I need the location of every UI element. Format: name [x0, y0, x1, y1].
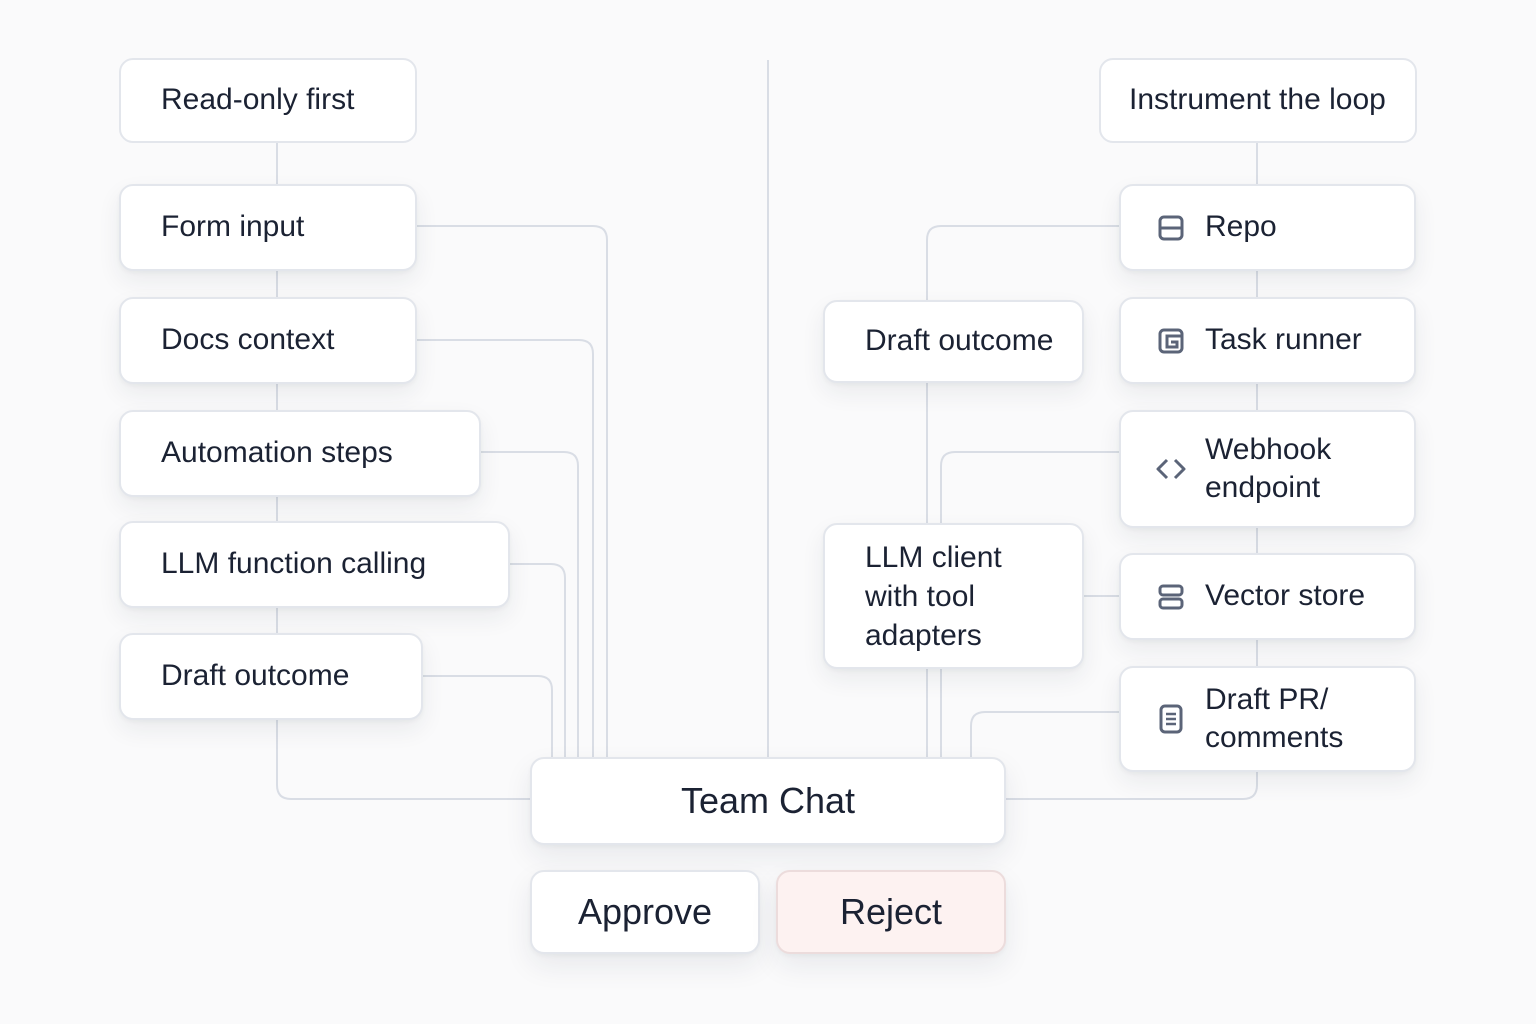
- right-bottom-link: [1005, 771, 1258, 800]
- draft-pr-link: [970, 711, 1119, 757]
- read-only-first-label: Read-only first: [161, 83, 355, 117]
- repo-node[interactable]: Repo: [1119, 184, 1416, 271]
- automation-link: [480, 451, 579, 757]
- form-input-node[interactable]: Form input: [119, 184, 417, 271]
- approve-label: Approve: [577, 891, 713, 932]
- webhook-endpoint-label: Webhook endpoint: [1205, 432, 1332, 504]
- llm-client-label: LLM client with tool adapters: [865, 540, 1002, 652]
- repo-icon: [1155, 212, 1187, 244]
- task-runner-icon: [1155, 325, 1187, 357]
- vector-store-node[interactable]: Vector store: [1119, 553, 1416, 640]
- read-only-first-node: Read-only first: [119, 58, 417, 143]
- llm-function-link: [509, 563, 566, 757]
- draft-pr-label: Draft PR/ comments: [1205, 682, 1344, 754]
- draft-pr-node[interactable]: Draft PR/ comments: [1119, 666, 1416, 772]
- instrument-the-loop-node: Instrument the loop: [1099, 58, 1417, 143]
- draft-outcome-left-node[interactable]: Draft outcome: [119, 633, 423, 720]
- draft-outcome-left-link: [422, 675, 553, 757]
- approve-button[interactable]: Approve: [530, 870, 760, 954]
- automation-steps-label: Automation steps: [161, 436, 393, 470]
- repo-link: [926, 225, 1119, 301]
- left-bottom-link: [276, 719, 531, 800]
- code-icon: [1155, 453, 1187, 485]
- form-input-label: Form input: [161, 210, 305, 244]
- docs-context-link: [416, 339, 594, 757]
- reject-button[interactable]: Reject: [776, 870, 1006, 954]
- docs-context-label: Docs context: [161, 323, 335, 357]
- repo-label: Repo: [1205, 210, 1277, 244]
- draft-outcome-right-label: Draft outcome: [865, 324, 1054, 358]
- team-chat-label: Team Chat: [680, 780, 856, 821]
- docs-context-node[interactable]: Docs context: [119, 297, 417, 384]
- automation-steps-node[interactable]: Automation steps: [119, 410, 481, 497]
- llm-client-node[interactable]: LLM client with tool adapters: [823, 523, 1084, 669]
- form-input-link: [416, 225, 608, 757]
- draft-outcome-left-label: Draft outcome: [161, 659, 350, 693]
- task-runner-label: Task runner: [1205, 323, 1362, 357]
- database-icon: [1155, 581, 1187, 613]
- team-chat-node[interactable]: Team Chat: [530, 757, 1006, 845]
- draft-outcome-right-node[interactable]: Draft outcome: [823, 300, 1084, 383]
- webhook-link: [940, 451, 1119, 757]
- llm-function-calling-node[interactable]: LLM function calling: [119, 521, 510, 608]
- webhook-endpoint-node[interactable]: Webhook endpoint: [1119, 410, 1416, 528]
- llm-function-calling-label: LLM function calling: [161, 547, 427, 581]
- document-icon: [1155, 703, 1187, 735]
- instrument-the-loop-label: Instrument the loop: [1129, 83, 1386, 117]
- reject-label: Reject: [839, 891, 943, 932]
- vector-store-label: Vector store: [1205, 579, 1366, 613]
- task-runner-node[interactable]: Task runner: [1119, 297, 1416, 384]
